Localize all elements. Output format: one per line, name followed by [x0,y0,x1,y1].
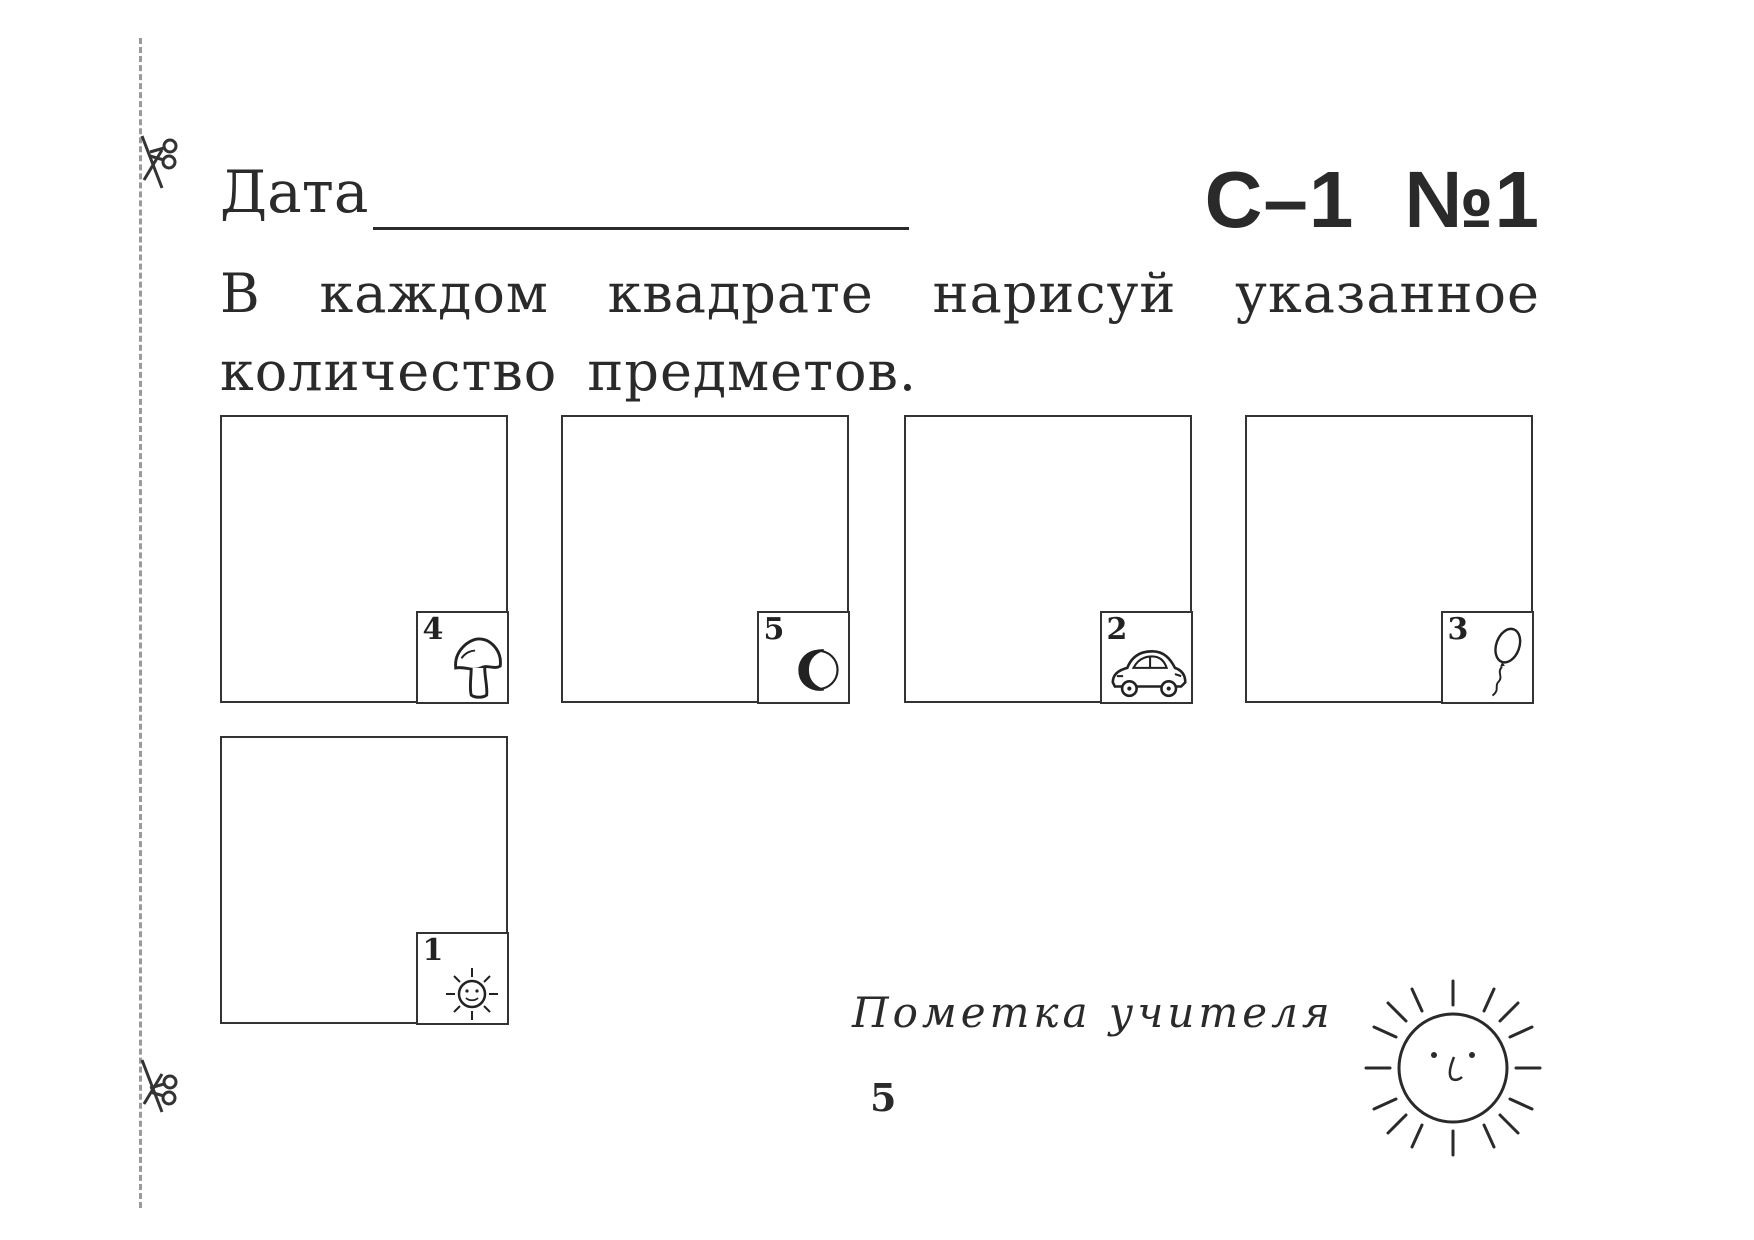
drawing-square[interactable]: 1 [220,736,509,1025]
worksheet-series: С–1 [1204,155,1355,244]
date-label: Дата [220,158,369,226]
drawing-square[interactable]: 2 [904,415,1193,704]
drawing-square[interactable]: 4 [220,415,509,704]
count-box: 5 [756,610,850,704]
item-count: 4 [422,611,444,647]
sun-icon [445,967,498,1020]
count-box: 2 [1099,610,1193,704]
mushroom-icon [453,637,502,699]
car-icon [1110,649,1187,697]
teacher-note-label: Пометка учителя [852,988,1334,1037]
cut-line [139,38,142,1208]
count-box: 3 [1440,610,1534,704]
crescent-moon-icon [797,648,839,691]
date-field-line[interactable] [373,227,909,230]
balloon-icon [1491,627,1521,696]
item-count: 2 [1106,611,1128,647]
scissors-icon [140,135,178,189]
count-box: 4 [415,610,509,704]
item-count: 5 [763,611,785,647]
count-box: 1 [415,931,509,1025]
item-count: 1 [422,932,444,968]
page-number: 5 [870,1075,897,1120]
item-count: 3 [1447,611,1469,647]
sun-face-icon [1364,979,1542,1157]
drawing-square[interactable]: 3 [1245,415,1534,704]
scissors-icon [140,1059,178,1113]
worksheet-number: №1 [1404,155,1540,244]
task-instruction: В каждом квадрате нарисуй указанное коли… [220,262,1540,403]
drawing-square[interactable]: 5 [561,415,850,704]
